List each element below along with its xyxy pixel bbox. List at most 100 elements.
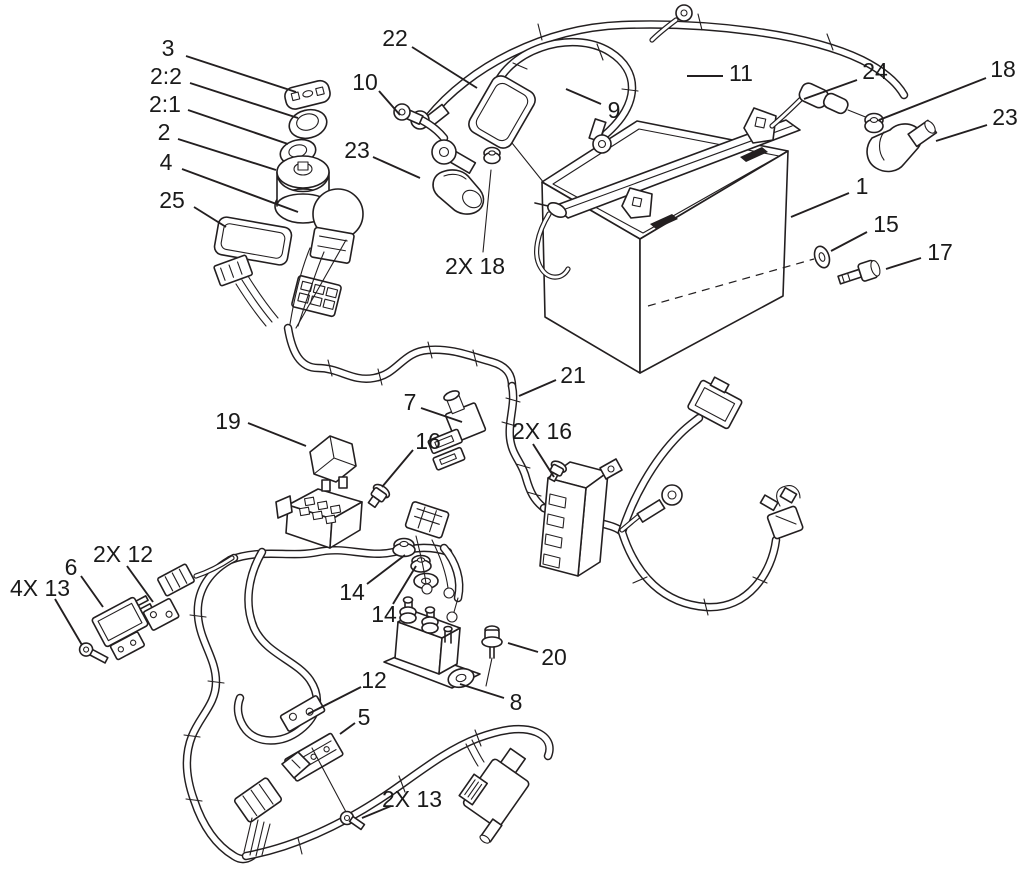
callout-4: 4 bbox=[160, 149, 299, 213]
svg-text:2: 2 bbox=[158, 119, 171, 145]
svg-text:9: 9 bbox=[608, 97, 621, 123]
cable-boot-24 bbox=[798, 82, 869, 119]
callout-22: 22 bbox=[382, 25, 478, 89]
svg-text:11: 11 bbox=[729, 60, 753, 86]
svg-text:18: 18 bbox=[990, 56, 1016, 82]
fuse-holder-22 bbox=[468, 75, 536, 149]
connector-4 bbox=[309, 226, 355, 264]
callout-2-2: 2:2 bbox=[150, 63, 299, 119]
screw-16 bbox=[367, 483, 391, 509]
callout-14-upper: 14 bbox=[339, 554, 406, 605]
fuse-block bbox=[539, 458, 623, 577]
alignment-line bbox=[482, 169, 492, 253]
svg-text:2X 12: 2X 12 bbox=[93, 541, 153, 567]
ring-terminal bbox=[393, 103, 424, 126]
callout-6: 6 bbox=[65, 554, 104, 608]
callout-2x12: 2X 12 bbox=[93, 541, 154, 603]
callout-3: 3 bbox=[162, 35, 297, 93]
svg-text:12: 12 bbox=[361, 667, 387, 693]
svg-text:7: 7 bbox=[404, 389, 417, 415]
callout-2x16: 2X 16 bbox=[512, 418, 572, 478]
hour-meter-6 bbox=[91, 595, 154, 648]
callout-1: 1 bbox=[790, 173, 868, 218]
svg-text:16: 16 bbox=[415, 428, 441, 454]
terminal-boot-23-left bbox=[432, 169, 485, 215]
svg-text:22: 22 bbox=[382, 25, 408, 51]
callout-2x18: 2X 18 bbox=[445, 253, 505, 279]
nut-2-2 bbox=[288, 108, 328, 140]
battery-hold-down bbox=[535, 107, 801, 277]
solenoid-terminal bbox=[443, 625, 453, 644]
svg-text:14: 14 bbox=[371, 601, 397, 627]
plunger-switch bbox=[458, 739, 530, 844]
pigtail-wires bbox=[235, 239, 347, 329]
callout-2: 2 bbox=[158, 119, 277, 171]
ring-terminal bbox=[636, 484, 683, 523]
ignition-switch-assembly bbox=[274, 79, 364, 264]
svg-text:24: 24 bbox=[862, 58, 888, 84]
svg-text:23: 23 bbox=[992, 104, 1018, 130]
battery bbox=[499, 120, 789, 374]
sleeve-ticks bbox=[183, 341, 768, 855]
ring-terminal bbox=[431, 139, 477, 174]
harness-connector bbox=[404, 501, 450, 539]
interlock-switch-7 bbox=[427, 390, 487, 471]
callout-9: 9 bbox=[565, 88, 621, 123]
callout-2-1: 2:1 bbox=[149, 91, 289, 145]
harness-connector bbox=[213, 254, 253, 287]
harness-connector bbox=[157, 563, 195, 597]
callout-23-left: 23 bbox=[344, 137, 421, 179]
screw-4x13 bbox=[78, 642, 109, 664]
nut-14 bbox=[392, 537, 416, 558]
battery-terminal-mark bbox=[650, 214, 678, 229]
svg-text:4: 4 bbox=[160, 149, 173, 175]
plate-12 bbox=[279, 695, 326, 732]
harness-connector bbox=[687, 376, 743, 430]
svg-text:25: 25 bbox=[159, 187, 185, 213]
callout-12: 12 bbox=[307, 667, 387, 715]
callout-5: 5 bbox=[339, 704, 370, 735]
svg-text:17: 17 bbox=[927, 239, 953, 265]
svg-text:6: 6 bbox=[65, 554, 78, 580]
svg-text:2:1: 2:1 bbox=[149, 91, 181, 117]
terminal-boot-23-right bbox=[866, 119, 938, 173]
screw-2x13 bbox=[339, 810, 366, 831]
washer-15 bbox=[813, 245, 831, 269]
svg-text:8: 8 bbox=[510, 689, 523, 715]
screw-16 bbox=[548, 460, 567, 483]
solenoid-stud bbox=[399, 596, 417, 624]
svg-text:19: 19 bbox=[215, 408, 241, 434]
callout-21: 21 bbox=[518, 362, 586, 397]
relay-25 bbox=[213, 216, 293, 266]
svg-text:14: 14 bbox=[339, 579, 365, 605]
callout-16: 16 bbox=[381, 428, 441, 488]
ring-terminal bbox=[588, 118, 612, 154]
starter-solenoid-8 bbox=[383, 596, 481, 689]
callouts: 3 2:2 2:1 2 4 25 22 10 23 9 11 24 18 23 … bbox=[10, 25, 1018, 819]
pigtail-connector bbox=[759, 485, 804, 540]
svg-text:3: 3 bbox=[162, 35, 175, 61]
callout-24: 24 bbox=[803, 58, 888, 100]
wire-fan bbox=[243, 817, 271, 857]
svg-text:2X 18: 2X 18 bbox=[445, 253, 505, 279]
callout-23-right: 23 bbox=[935, 104, 1018, 142]
switch-body-2 bbox=[274, 155, 332, 224]
callout-14-lower: 14 bbox=[371, 565, 417, 627]
callout-4x13: 4X 13 bbox=[10, 575, 83, 646]
bolt-17 bbox=[837, 259, 881, 285]
relay-19 bbox=[309, 435, 357, 492]
callout-19: 19 bbox=[215, 408, 307, 447]
svg-text:21: 21 bbox=[560, 362, 586, 388]
svg-text:10: 10 bbox=[352, 69, 378, 95]
callout-8: 8 bbox=[459, 683, 523, 715]
nut-18 bbox=[483, 146, 501, 165]
svg-text:2X 16: 2X 16 bbox=[512, 418, 572, 444]
svg-text:15: 15 bbox=[873, 211, 899, 237]
multi-pin-connector bbox=[233, 777, 283, 823]
svg-text:23: 23 bbox=[344, 137, 370, 163]
svg-text:2:2: 2:2 bbox=[150, 63, 182, 89]
battery-mount-fasteners bbox=[647, 245, 881, 307]
bracket-5 bbox=[281, 732, 347, 813]
nut-18 bbox=[864, 112, 884, 134]
